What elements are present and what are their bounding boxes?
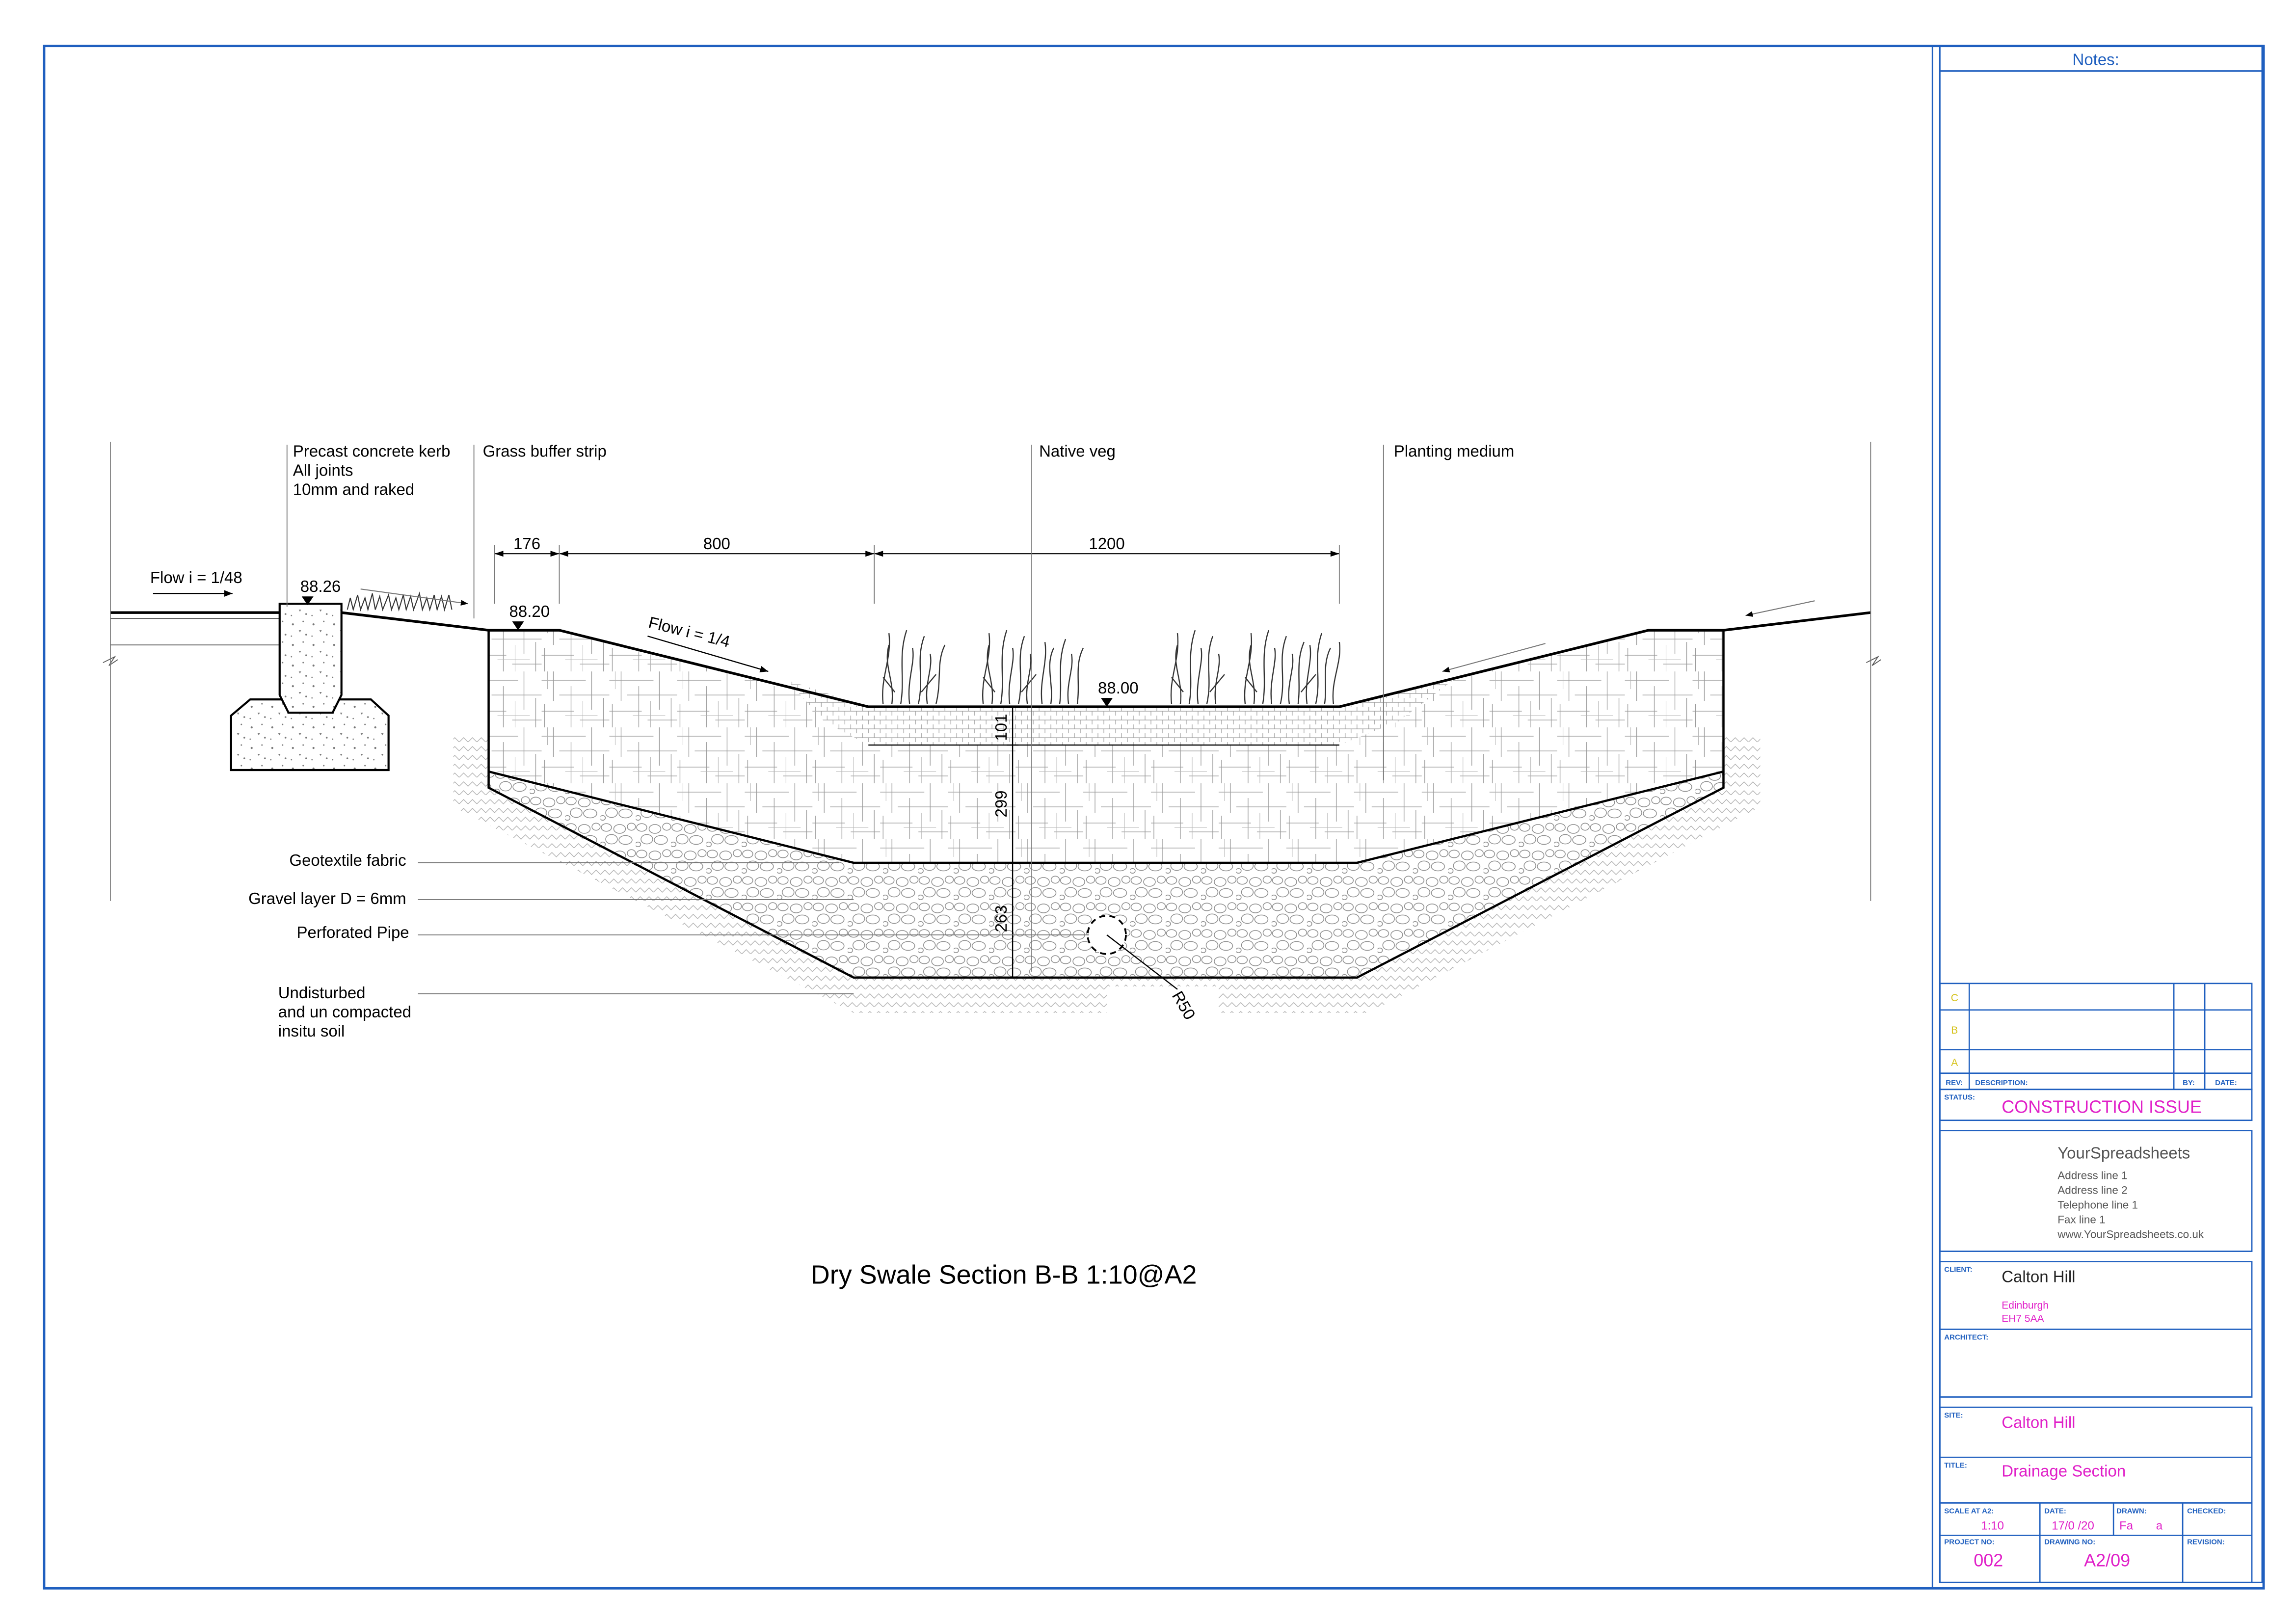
planting-medium-label: Planting medium bbox=[1394, 442, 1515, 460]
flow-arrow-slope bbox=[647, 636, 769, 672]
architect-label: ARCHITECT: bbox=[1944, 1333, 1988, 1342]
drawn-value: Fa a bbox=[2119, 1519, 2163, 1532]
soil-label-line3: insitu soil bbox=[278, 1022, 345, 1040]
flow-left-label: Flow i = 1/48 bbox=[150, 568, 242, 586]
callout-leaders bbox=[418, 862, 1090, 994]
title-label: TITLE: bbox=[1944, 1461, 1967, 1469]
pipe-label: Perforated Pipe bbox=[297, 923, 409, 941]
client-city: Edinburgh bbox=[2002, 1300, 2049, 1311]
horiz-dim-ticks bbox=[494, 545, 1340, 604]
swale-section: R50 101 299 263 176 800 1200 88.26 88.20… bbox=[103, 442, 1881, 1040]
rev-header-date: DATE: bbox=[2215, 1079, 2237, 1087]
client-label: CLIENT: bbox=[1944, 1266, 1972, 1274]
break-line-left bbox=[103, 655, 118, 666]
geotextile-label: Geotextile fabric bbox=[289, 851, 406, 869]
flow-arrow-grass bbox=[360, 588, 468, 606]
title-value: Drainage Section bbox=[2002, 1462, 2126, 1480]
site-label: SITE: bbox=[1944, 1411, 1963, 1419]
project-label: PROJECT NO: bbox=[1944, 1538, 1994, 1546]
top-leaders bbox=[286, 445, 1384, 972]
soil-label-line1: Undisturbed bbox=[278, 984, 366, 1002]
drawing-no-label: DRAWING NO: bbox=[2044, 1538, 2095, 1546]
company-telephone: Telephone line 1 bbox=[2057, 1199, 2138, 1211]
dim-800: 800 bbox=[703, 534, 730, 553]
level-marker-grass bbox=[512, 621, 524, 631]
site-title-table bbox=[1939, 1407, 2253, 1583]
company-website: www.YourSpreadsheets.co.uk bbox=[2057, 1228, 2204, 1241]
pipe-radius-leader bbox=[1106, 934, 1178, 990]
kerb-label-line2: All joints bbox=[293, 461, 353, 479]
company-box bbox=[1939, 1130, 2253, 1252]
level-grass: 88.20 bbox=[509, 602, 550, 620]
rev-row-c: C bbox=[1951, 992, 1958, 1004]
flow-slope-label: Flow i = 1/4 bbox=[647, 613, 732, 651]
dim-263: 263 bbox=[992, 905, 1010, 932]
precast-kerb bbox=[278, 603, 343, 714]
insitu-soil bbox=[453, 736, 1761, 1013]
checked-label: CHECKED: bbox=[2187, 1507, 2226, 1515]
kerb-label-line3: 10mm and raked bbox=[293, 480, 414, 498]
rev-header-by: BY: bbox=[2183, 1079, 2195, 1087]
sheet-border bbox=[43, 45, 2265, 1590]
swale-outline bbox=[487, 630, 1725, 979]
road-layers bbox=[110, 618, 280, 646]
notes-label: Notes: bbox=[2073, 51, 2119, 69]
status-label: STATUS: bbox=[1944, 1093, 1975, 1102]
gravel-label: Gravel layer D = 6mm bbox=[248, 889, 406, 907]
dim-176: 176 bbox=[513, 534, 540, 553]
project-value: 002 bbox=[1974, 1550, 2003, 1570]
depth-dim-ticks bbox=[1007, 706, 1019, 979]
company-address-2: Address line 2 bbox=[2057, 1184, 2127, 1197]
notes-panel bbox=[1939, 45, 2263, 1583]
kerb-label-line1: Precast concrete kerb bbox=[293, 442, 451, 460]
pipe-radius-label: R50 bbox=[1169, 988, 1199, 1023]
rev-header-rev: REV: bbox=[1946, 1079, 1963, 1087]
soil-label: Undisturbed and un compacted insitu soil bbox=[278, 984, 416, 1040]
client-architect-box bbox=[1939, 1261, 2253, 1398]
native-veg-plants bbox=[882, 630, 1340, 704]
date-value: 17/0 /20 bbox=[2052, 1519, 2094, 1532]
status-value: CONSTRUCTION ISSUE bbox=[2002, 1097, 2202, 1117]
dim-1200: 1200 bbox=[1089, 534, 1124, 553]
break-line-right bbox=[1866, 655, 1881, 666]
company-fax: Fax line 1 bbox=[2057, 1214, 2105, 1226]
native-veg-label: Native veg bbox=[1039, 442, 1116, 460]
site-value: Calton Hill bbox=[2002, 1413, 2075, 1431]
drawing-title: Dry Swale Section B-B 1:10@A2 bbox=[811, 1260, 1197, 1290]
level-kerb: 88.26 bbox=[300, 577, 341, 595]
dim-101: 101 bbox=[992, 714, 1010, 741]
rev-row-a: A bbox=[1951, 1057, 1958, 1068]
gravel-layer bbox=[488, 772, 1724, 978]
company-address-1: Address line 1 bbox=[2057, 1170, 2127, 1182]
revision-label: REVISION: bbox=[2187, 1538, 2225, 1546]
topsoil-layer bbox=[787, 677, 1457, 745]
geotextile-line bbox=[488, 770, 1724, 864]
flow-arrow-right-slope bbox=[1442, 643, 1546, 672]
scale-value: 1:10 bbox=[1981, 1519, 2004, 1532]
client-postcode: EH7 5AA bbox=[2002, 1313, 2044, 1325]
flow-arrow-right-verge bbox=[1745, 600, 1815, 617]
revision-table bbox=[1939, 983, 2253, 1121]
rev-row-b: B bbox=[1951, 1025, 1958, 1036]
level-bed: 88.00 bbox=[1098, 679, 1139, 697]
dim-299: 299 bbox=[992, 790, 1010, 817]
finished-ground bbox=[110, 611, 1871, 708]
company-name: YourSpreadsheets bbox=[2057, 1144, 2190, 1162]
drawing-no-value: A2/09 bbox=[2084, 1550, 2130, 1570]
scale-label: SCALE AT A2: bbox=[1944, 1507, 1994, 1515]
date-label: DATE: bbox=[2044, 1507, 2066, 1515]
grass-buffer-tufts bbox=[347, 591, 453, 612]
level-marker-kerb bbox=[301, 596, 314, 606]
client-name: Calton Hill bbox=[2002, 1268, 2075, 1286]
grass-label: Grass buffer strip bbox=[483, 442, 607, 460]
soil-label-line2: and un compacted bbox=[278, 1003, 411, 1021]
rev-header-desc: DESCRIPTION: bbox=[1975, 1079, 2028, 1087]
kerb-label: Precast concrete kerb All joints 10mm an… bbox=[293, 442, 455, 498]
level-marker-bed bbox=[1101, 698, 1113, 707]
drawn-label: DRAWN: bbox=[2116, 1507, 2147, 1515]
